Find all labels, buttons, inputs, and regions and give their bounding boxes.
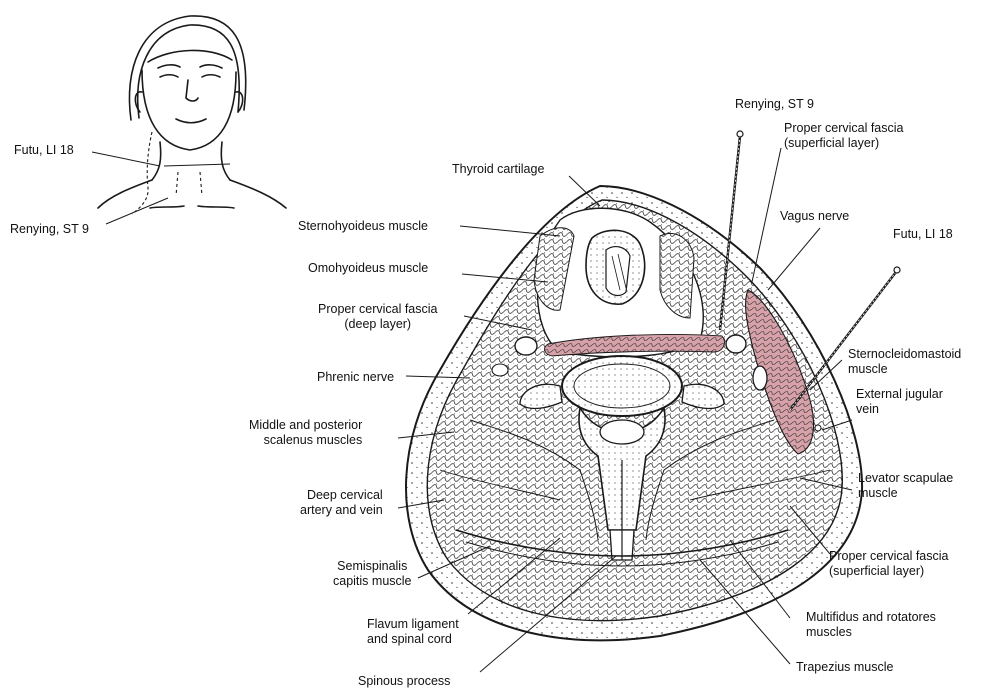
label-proper-fascia-superficial-top: Proper cervical fascia (superficial laye… [784, 121, 904, 151]
label-futu-right: Futu, LI 18 [893, 227, 953, 242]
label-futu-inset: Futu, LI 18 [14, 143, 74, 158]
label-omohyoideus: Omohyoideus muscle [308, 261, 428, 276]
label-spinous-process: Spinous process [358, 674, 450, 689]
label-renying-top: Renying, ST 9 [735, 97, 814, 112]
label-sternocleidomastoid: Sternocleidomastoid muscle [848, 347, 961, 377]
cross-section [406, 186, 862, 640]
label-phrenic-nerve: Phrenic nerve [317, 370, 394, 385]
label-trapezius: Trapezius muscle [796, 660, 894, 675]
label-vagus-nerve: Vagus nerve [780, 209, 849, 224]
label-renying-inset: Renying, ST 9 [10, 222, 89, 237]
label-external-jugular-vein: External jugular vein [856, 387, 943, 417]
label-proper-fascia-superficial-bottom: Proper cervical fascia (superficial laye… [829, 549, 949, 579]
label-semispinalis-capitis: Semispinalis capitis muscle [333, 559, 412, 589]
label-sternohyoideus: Sternohyoideus muscle [298, 219, 428, 234]
label-multifidus-rotatores: Multifidus and rotatores muscles [806, 610, 936, 640]
label-scalenus-muscles: Middle and posterior scalenus muscles [249, 418, 362, 448]
label-flavum-ligament: Flavum ligament and spinal cord [367, 617, 459, 647]
label-levator-scapulae: Levator scapulae muscle [858, 471, 953, 501]
label-thyroid-cartilage: Thyroid cartilage [452, 162, 544, 177]
label-deep-cervical-artery-vein: Deep cervical artery and vein [300, 488, 383, 518]
meridian-lines [132, 132, 230, 214]
head-inset [98, 16, 286, 208]
label-proper-fascia-deep: Proper cervical fascia (deep layer) [318, 302, 438, 332]
